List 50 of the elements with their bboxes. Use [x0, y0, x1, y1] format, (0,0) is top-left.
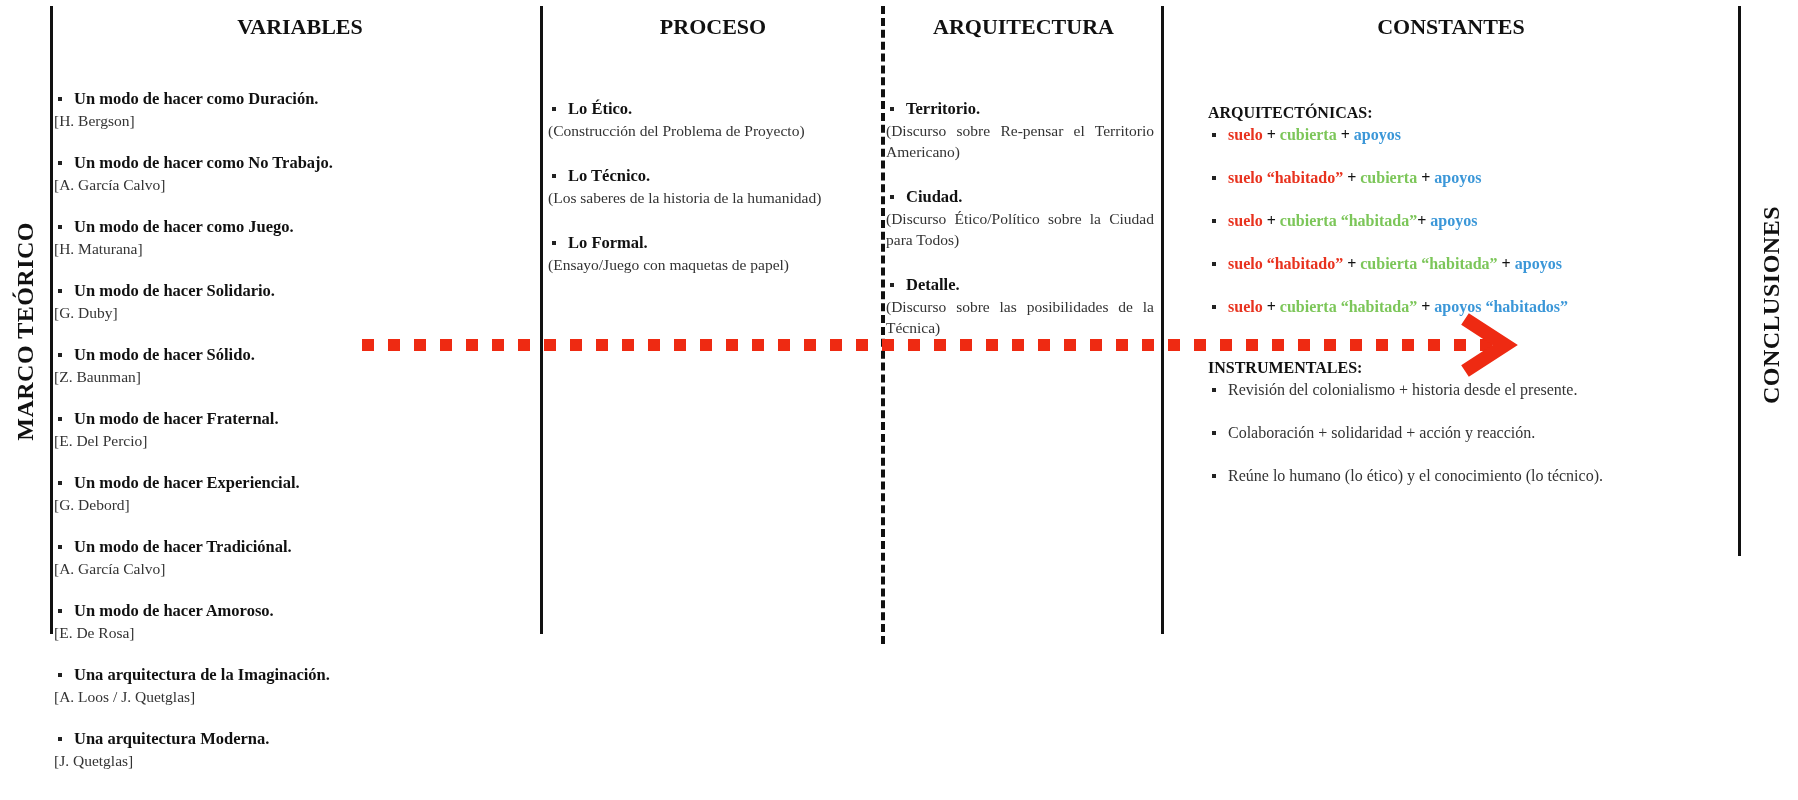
formula-text: suelo + cubierta + apoyos [1228, 125, 1401, 146]
item-heading: Lo Formal. [568, 232, 648, 254]
side-heading: CONCLUSIONES [1758, 206, 1785, 405]
item-heading: Un modo de hacer Fraternal. [74, 408, 279, 430]
item-heading: Detalle. [906, 274, 960, 296]
item-heading: Ciudad. [906, 186, 963, 208]
item-note: (Discurso sobre las posibilidades de la Técnica) [886, 297, 1154, 338]
item-note: [G. Duby] [54, 303, 119, 323]
item-note: [A. García Calvo] [54, 559, 167, 579]
formula-text: suelo “habitado” + cubierta “habitada” + apoyos [1228, 254, 1562, 275]
group-heading: INSTRUMENTALES: [1208, 358, 1364, 378]
item-note: [G. Debord] [54, 495, 131, 515]
item-note: [A. Loos / J. Quetglas] [54, 687, 197, 707]
item-note: (Discurso sobre Re-pensar el Territorio Americano) [886, 121, 1154, 162]
list-text: Reúne lo humano (lo ético) y el conocimiento (lo técnico). [1228, 466, 1603, 487]
item-note: [E. Del Percio] [54, 431, 149, 451]
item-note: (Ensayo/Juego con maquetas de papel) [548, 255, 791, 275]
side-heading: MARCO TEÓRICO [12, 222, 39, 441]
item-note: (Construcción del Problema de Proyecto) [548, 121, 806, 141]
formula-text: suelo + cubierta “habitada” + apoyos “habitados” [1228, 297, 1569, 318]
item-note: [E. De Rosa] [54, 623, 136, 643]
item-note: [J. Quetglas] [54, 751, 135, 771]
list-text: Colaboración + solidaridad + acción y reacción. [1228, 423, 1536, 444]
item-heading: Una arquitectura de la Imaginación. [74, 664, 330, 686]
item-heading: Lo Técnico. [568, 165, 651, 187]
formula-text: suelo + cubierta “habitada”+ apoyos [1228, 211, 1478, 232]
list-text: Revisión del colonialismo + historia desde el presente. [1228, 380, 1578, 401]
item-note: (Los saberes de la historia de la humanidad) [548, 188, 823, 208]
formula-text: suelo “habitado” + cubierta + apoyos [1228, 168, 1482, 189]
item-heading: Una arquitectura Moderna. [74, 728, 270, 750]
item-heading: Territorio. [906, 98, 981, 120]
item-heading: Un modo de hacer Solidario. [74, 280, 275, 302]
item-note: [H. Bergson] [54, 111, 136, 131]
item-heading: Un modo de hacer Experiencial. [74, 472, 300, 494]
group-heading: ARQUITECTÓNICAS: [1208, 102, 1374, 123]
item-note: [A. García Calvo] [54, 175, 167, 195]
item-heading: Lo Ético. [568, 98, 633, 120]
item-heading: Un modo de hacer Amoroso. [74, 600, 274, 622]
item-heading: Un modo de hacer Tradiciónal. [74, 536, 292, 558]
item-note: [H. Maturana] [54, 239, 144, 259]
item-heading: Un modo de hacer como No Trabajo. [74, 152, 333, 174]
column-heading: CONSTANTES [1376, 14, 1526, 40]
item-heading: Un modo de hacer Sólido. [74, 344, 255, 366]
item-note: [Z. Baunman] [54, 367, 142, 387]
item-heading: Un modo de hacer como Juego. [74, 216, 294, 238]
item-note: (Discurso Ético/Político sobre la Ciudad para Todos) [886, 209, 1154, 250]
item-heading: Un modo de hacer como Duración. [74, 88, 319, 110]
column-heading: ARQUITECTURA [932, 14, 1115, 40]
column-heading: PROCESO [658, 14, 768, 40]
column-heading: VARIABLES [236, 14, 364, 40]
